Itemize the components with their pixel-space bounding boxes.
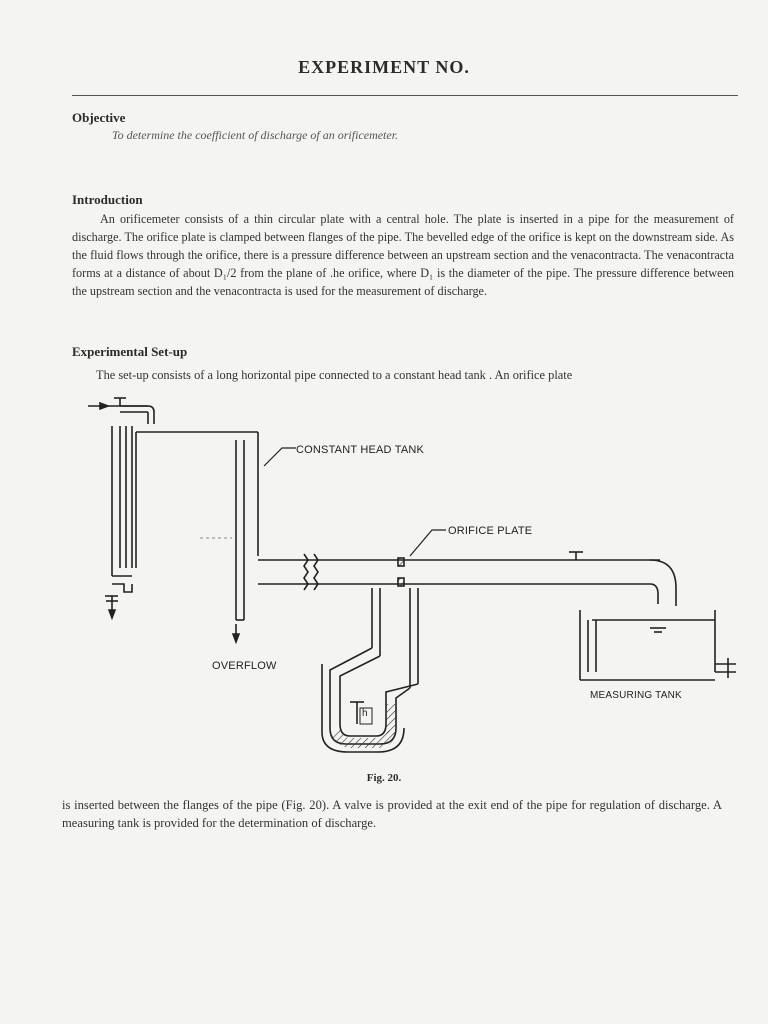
orifice-plate-top xyxy=(397,557,405,567)
figure-caption: Fig. 20. xyxy=(366,772,402,784)
orifice-plate-bottom xyxy=(397,577,405,587)
label-overflow: OVERFLOW xyxy=(212,660,277,672)
label-h: h xyxy=(362,708,368,719)
title-divider xyxy=(72,95,738,96)
page-title: EXPERIMENT NO. xyxy=(298,57,470,77)
setup-text-before: The set-up consists of a long horizontal… xyxy=(96,368,573,382)
setup-text-after: is inserted between the flanges of the p… xyxy=(62,798,722,830)
manometer-fluid-right xyxy=(386,704,396,734)
setup-heading: Experimental Set-up xyxy=(72,344,188,359)
introduction-heading: Introduction xyxy=(72,192,143,207)
figure-diagram xyxy=(88,397,736,753)
label-measuring-tank: MEASURING TANK xyxy=(590,690,682,701)
inlet-arrow xyxy=(99,401,111,411)
objective-heading: Objective xyxy=(72,110,126,125)
label-constant-head-tank: CONSTANT HEAD TANK xyxy=(296,444,425,456)
objective-text: To determine the coefficient of discharg… xyxy=(112,128,399,142)
introduction-paragraph: An orificemeter consists of a thin circu… xyxy=(72,210,734,300)
manometer-fluid-bottom xyxy=(332,728,396,748)
figure-orificemeter-setup: CONSTANT HEAD TANK ORIFICE PLATE OVERFLO… xyxy=(60,388,760,758)
introduction-text: An orificemeter consists of a thin circu… xyxy=(72,212,734,298)
label-orifice-plate: ORIFICE PLATE xyxy=(448,525,533,537)
